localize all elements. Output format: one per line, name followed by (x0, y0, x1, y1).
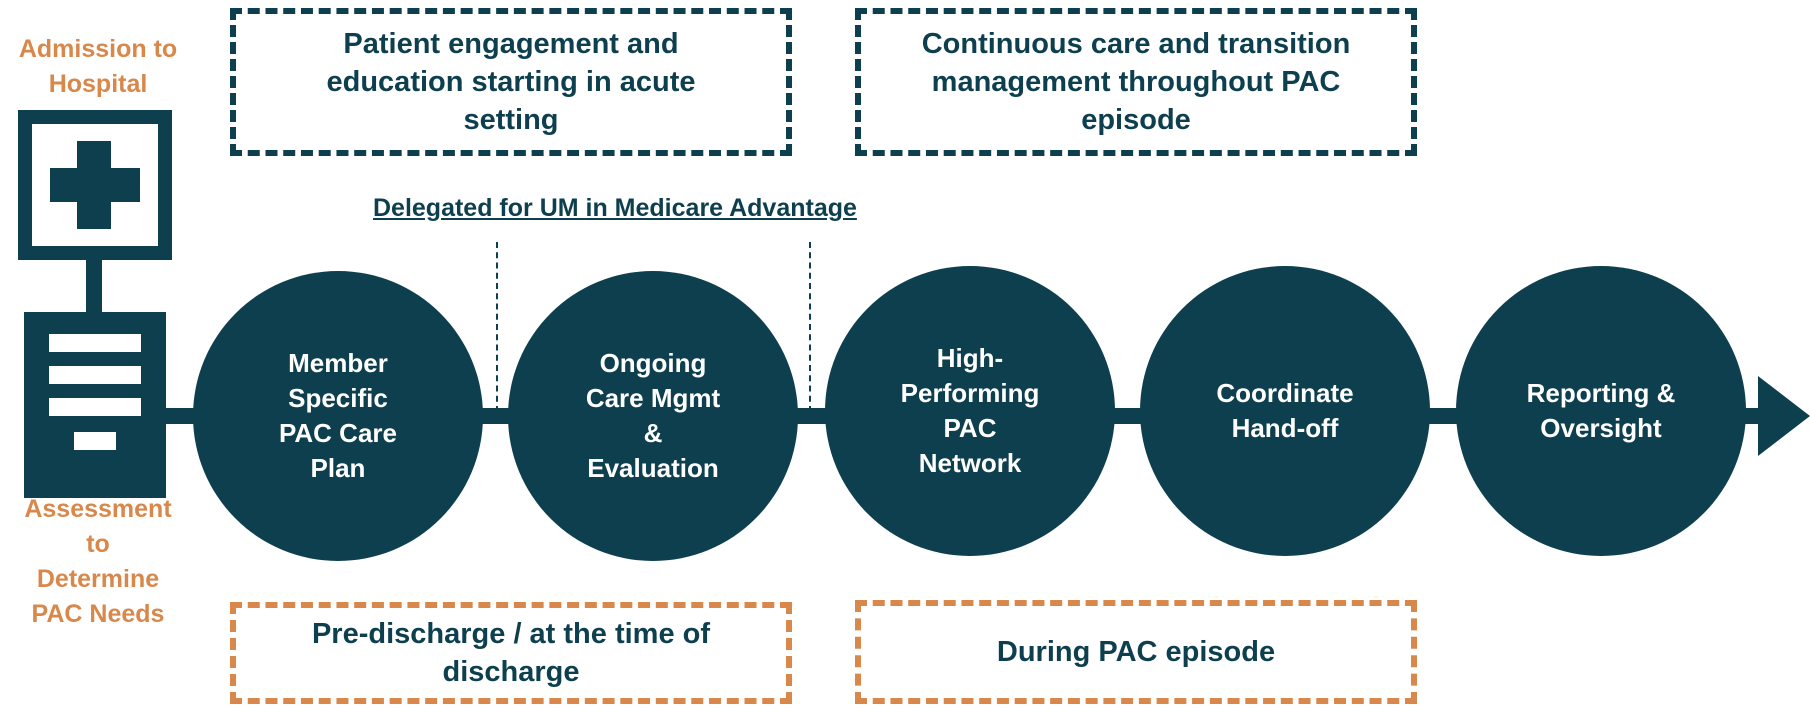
step-member-specific-plan: Member Specific PAC Care Plan (193, 271, 483, 561)
step-label: Reporting & Oversight (1526, 378, 1676, 443)
step-label: Ongoing Care Mgmt & Evaluation (585, 348, 721, 483)
arrow-right-icon (1758, 376, 1810, 456)
assessment-label: Assessment to Determine PAC Needs (24, 495, 172, 628)
step-label: Member Specific PAC Care Plan (278, 348, 397, 483)
assessment-form-icon (24, 312, 166, 498)
delegation-divider-left (496, 242, 498, 412)
continuous-care-box: Continuous care and transition managemen… (855, 8, 1417, 156)
admission-label: Admission to Hospital (18, 35, 178, 98)
pre-discharge-box: Pre-discharge / at the time of discharge (230, 602, 792, 704)
step-label: High- Performing PAC Network (900, 343, 1040, 478)
step-high-performing-network: High- Performing PAC Network (825, 266, 1115, 556)
patient-engagement-box: Patient engagement and education startin… (230, 8, 792, 156)
delegation-divider-right (809, 242, 811, 412)
step-ongoing-care-mgmt: Ongoing Care Mgmt & Evaluation (508, 271, 798, 561)
step-reporting-oversight: Reporting & Oversight (1456, 266, 1746, 556)
step-coordinate-handoff: Coordinate Hand-off (1140, 266, 1430, 556)
step-label: Coordinate Hand-off (1216, 378, 1354, 443)
delegated-um-label: Delegated for UM in Medicare Advantage (373, 194, 857, 222)
during-pac-episode-box: During PAC episode (855, 600, 1417, 704)
hospital-cross-icon (18, 110, 172, 260)
icon-connector (86, 260, 102, 314)
